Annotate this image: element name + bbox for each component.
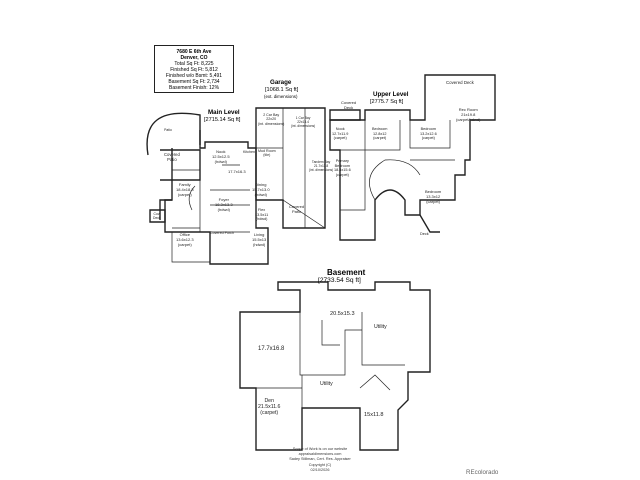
room-label-primary-bedroom: Primary Bedroom 18.4x15.6 (carpet) — [334, 159, 351, 177]
room-label-bedroom-2: Bedroom 13.2x12.6 (carpet) — [420, 127, 437, 141]
main-level-area: [2715.14 Sq ft] — [204, 117, 241, 123]
footer-line-2: appraisaldimensions.com — [298, 452, 342, 457]
room-label-car-bay-2: 2 Car Bay 22x20 (int. dimensions) — [258, 113, 285, 126]
room-label-bsmt-utility-1: Utility — [374, 324, 387, 330]
footer-line-5: 02/10/2026 — [310, 467, 330, 472]
footer-line-3: Sadey Stillman, Cert. Res. Appraiser — [289, 457, 351, 462]
room-label-office: Office 13.6x12.3 (carpet) — [176, 232, 194, 247]
room-label-foyer: Foyer 18.3x13.3 (hdwd) — [215, 197, 233, 212]
room-label-bsmt-room-1: 20.5x15.3 — [330, 311, 355, 317]
garage-outline — [255, 107, 326, 229]
room-label-mud-room: Mud Room (tile) — [258, 149, 276, 158]
garage-area: [1068.1 Sq ft] — [265, 87, 299, 93]
room-label-bedroom-3: Bedroom 13.3x12 (carpet) — [425, 189, 442, 204]
room-label-bsmt-utility-2: Utility — [320, 381, 333, 387]
room-label-rec-room: Rec Room 21x19.8 (carpet/hdwd) — [456, 107, 481, 122]
room-label-nook-upper: Nook 12.7x11.9 (carpet) — [332, 127, 349, 141]
patio-label: Patio — [164, 128, 172, 132]
upper-stair-curve — [369, 159, 421, 201]
patio-outline — [146, 112, 201, 156]
room-label-tandem: Tandem Bay 21.7x11.8 (int. dimensions) — [309, 160, 334, 173]
room-label-deck: Deck — [420, 232, 429, 236]
main-room-walls — [210, 164, 250, 233]
covered-patio-2-edge — [282, 199, 326, 229]
garage-note: (ext. dimensions) — [264, 94, 298, 99]
room-label-bsmt-main: 17.7x16.8 — [258, 346, 285, 352]
stat-finished: Finished Sq Ft: 5,812 — [170, 67, 218, 73]
room-label-flex: Flex 13.5x11 (hdwd) — [255, 208, 269, 222]
room-label-cov-deck: Cov. Deck — [153, 212, 161, 221]
stat-basement: Basement Sq Ft: 2,734 — [168, 79, 220, 85]
basement-walls — [256, 312, 405, 408]
basement-area: [2733.54 Sq ft] — [318, 277, 361, 284]
stat-basement-finish: Basement Finish: 12% — [168, 85, 220, 91]
room-label-covered-deck-top: Covered Deck — [341, 100, 357, 110]
stat-finished-wo-bsmt: Finished w/o Bsmt: 5,491 — [165, 73, 223, 79]
room-label-covered-patio-1: Covered Patio — [164, 152, 180, 162]
upper-level-title: Upper Level — [373, 91, 409, 98]
room-label-dining: Dining 15.7x13.0 (hdwd) — [252, 182, 270, 197]
main-stair — [188, 185, 196, 211]
room-label-covered-patio-2: Covered Patio — [289, 204, 305, 214]
room-label-car-bay-1: 1 Car Bay 22x13.4 (int. dimensions) — [291, 116, 316, 129]
basement-outline — [239, 281, 431, 451]
property-info-box: 7680 E 6th Ave Denver, CO Total Sq Ft: 8… — [154, 45, 234, 93]
room-label-bsmt-room-2: 15x11.8 — [364, 412, 384, 418]
garage-bay-walls — [256, 108, 306, 228]
basement-title: Basement — [327, 268, 366, 277]
upper-level-area: [2775.7 Sq ft] — [370, 99, 404, 105]
address-line-2: Denver, CO — [180, 55, 208, 61]
room-label-den: Den 21.5x11.6 (carpet) — [258, 398, 281, 416]
footer-line-4: Copyright (C) — [308, 462, 332, 467]
room-label-living: Living 15.5x13 (hdwd) — [252, 232, 267, 247]
main-north-wall — [199, 130, 269, 248]
upper-covered-deck — [329, 109, 361, 121]
room-label-nook-main: Nook 12.5x12.5 (hdwd) — [212, 149, 230, 164]
footer-line-1: Scope of Work is on our website — [292, 447, 348, 451]
cov-deck-outline — [149, 209, 166, 223]
room-label-covered-deck-big: Covered Deck — [446, 80, 474, 85]
room-label-kitchen-dim: 17.7x16.3 — [228, 169, 246, 174]
stat-total: Total Sq Ft: 8,225 — [174, 61, 214, 67]
footer-credits: Scope of Work is on our website appraisa… — [270, 447, 370, 473]
garage-title: Garage — [270, 79, 292, 86]
upper-room-walls — [340, 120, 455, 211]
room-label-kitchen: Kitchen — [243, 150, 255, 154]
address-line-1: 7680 E 6th Ave — [176, 49, 212, 55]
room-label-covered-porch: Covered Porch — [210, 231, 234, 235]
brand-watermark: REcolorado — [466, 469, 499, 476]
office-walls — [171, 227, 210, 263]
room-label-family: Family 18.4x18.3 (carpet) — [176, 182, 194, 197]
room-label-bedroom-1: Bedroom 12.8x12 (carpet) — [372, 127, 388, 141]
main-level-title: Main Level — [208, 109, 240, 116]
upper-deck — [419, 214, 440, 233]
